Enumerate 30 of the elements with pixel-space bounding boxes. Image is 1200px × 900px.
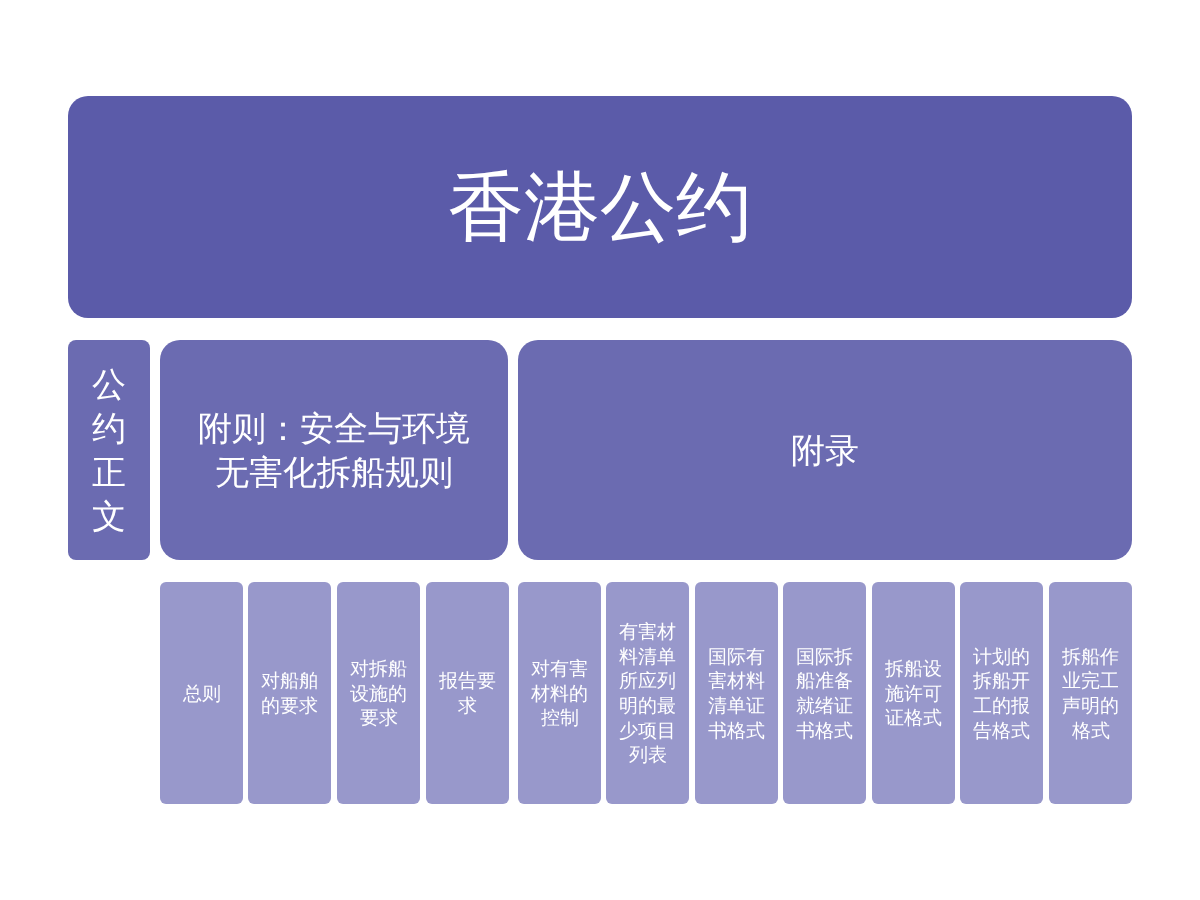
box-label: 附则：安全与环境无害化拆船规则 xyxy=(197,406,471,494)
box-label: 对拆船设施的要求 xyxy=(349,655,408,731)
item-box xyxy=(960,582,1043,804)
box-label: 对船舶的要求 xyxy=(260,668,319,718)
box-label: 国际拆船准备就绪证书格式 xyxy=(795,643,854,743)
item-box xyxy=(248,582,331,804)
item-box xyxy=(518,582,601,804)
item-box xyxy=(426,582,509,804)
section-box xyxy=(160,340,508,560)
item-box xyxy=(872,582,955,804)
item-box xyxy=(160,582,243,804)
box-label: 拆船设施许可证格式 xyxy=(884,655,943,731)
box-label: 有害材料清单所应列明的最少项目列表 xyxy=(618,618,677,768)
section-box xyxy=(68,340,150,560)
item-box xyxy=(337,582,420,804)
box-label: 公约正文 xyxy=(92,362,126,539)
item-box xyxy=(695,582,778,804)
item-box xyxy=(606,582,689,804)
box-label: 总则 xyxy=(182,680,221,706)
box-label: 报告要求 xyxy=(438,668,497,718)
title-text: 香港公约 xyxy=(448,160,752,253)
box-label: 对有害材料的控制 xyxy=(530,655,589,731)
item-box xyxy=(1049,582,1132,804)
box-label: 国际有害材料清单证书格式 xyxy=(707,643,766,743)
box-label: 计划的拆船开工的报告格式 xyxy=(972,643,1031,743)
box-label: 附录 xyxy=(791,428,859,472)
box-label: 拆船作业完工声明的格式 xyxy=(1061,643,1120,743)
title-banner xyxy=(68,96,1132,318)
section-box xyxy=(518,340,1132,560)
item-box xyxy=(783,582,866,804)
